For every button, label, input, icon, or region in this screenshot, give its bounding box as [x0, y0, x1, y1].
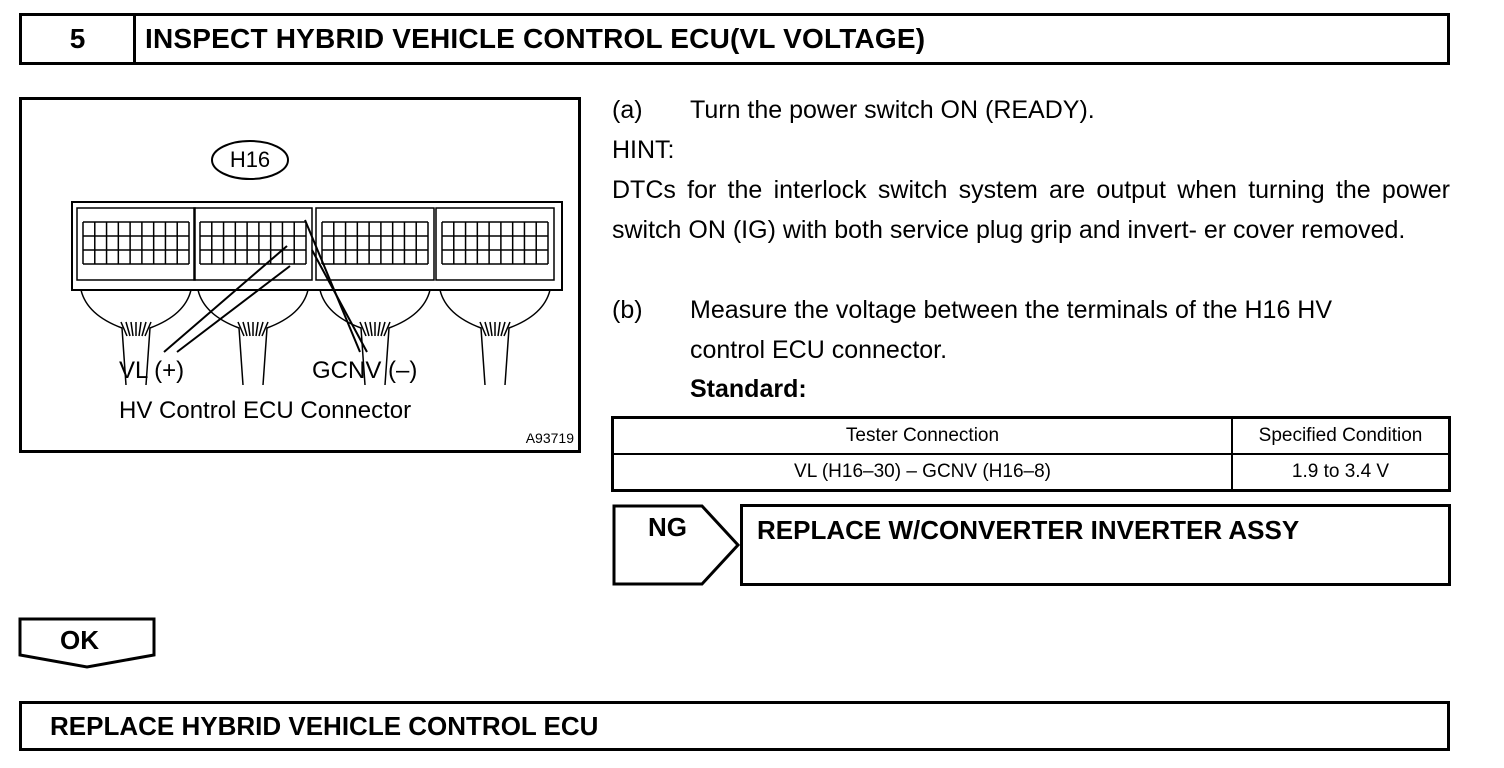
- wire-strand: [255, 321, 259, 337]
- ok-arrow-shape: [18, 617, 156, 669]
- table-header-row: Tester Connection Specified Condition: [611, 416, 1451, 455]
- vl-terminal-label: VL (+): [119, 357, 185, 384]
- ng-arrow-shape: [612, 504, 741, 586]
- table-cell: 1.9 to 3.4 V: [1231, 453, 1451, 492]
- wire-strand: [369, 321, 373, 337]
- ok-branch-arrow: OK: [18, 617, 156, 669]
- vl-leader-line-2: [176, 265, 291, 353]
- connector-id-oval: [211, 140, 289, 180]
- wire-strand: [500, 321, 506, 337]
- wire-strand: [258, 321, 264, 337]
- wire-strand: [383, 321, 391, 337]
- wire-strand: [242, 321, 248, 337]
- ok-label: OK: [60, 625, 99, 655]
- ng-action-box: REPLACE W/CONVERTER INVERTER ASSY: [740, 504, 1451, 586]
- gcnv-leader-line-2: [311, 249, 368, 353]
- vl-leader-line: [163, 245, 288, 353]
- hint-label: HINT:: [612, 136, 675, 164]
- table-header: Specified Condition: [1231, 416, 1451, 455]
- final-action-text: REPLACE HYBRID VEHICLE CONTROL ECU: [50, 710, 599, 741]
- step-a-label: (a): [612, 96, 643, 124]
- illustration-caption: HV Control ECU Connector: [119, 397, 412, 424]
- wire-strand: [503, 321, 511, 337]
- step-number: 5: [22, 16, 136, 62]
- gcnv-terminal-label: GCNV (–): [312, 357, 418, 384]
- spec-table: Tester Connection Specified Condition VL…: [611, 416, 1451, 492]
- wire-strand: [138, 321, 142, 337]
- wire-strand: [484, 321, 490, 337]
- standard-label: Standard:: [690, 375, 807, 403]
- step-b-text-1: Measure the voltage between the terminal…: [690, 296, 1333, 324]
- wire-bundle: [197, 289, 309, 386]
- step-b: (b) Measure the voltage between the termi…: [612, 290, 1332, 330]
- connector-id-label: H16: [229, 147, 271, 172]
- wire-strand: [489, 321, 493, 337]
- final-action-box: REPLACE HYBRID VEHICLE CONTROL ECU: [19, 701, 1450, 751]
- ng-branch-arrow: NG: [612, 504, 742, 586]
- wire-strand: [247, 321, 251, 337]
- hint-body: DTCs for the interlock switch system are…: [612, 176, 1450, 244]
- connector-block: [435, 207, 555, 281]
- wire-strand: [364, 321, 370, 337]
- wire-bundle: [319, 289, 431, 386]
- wire-bundle: [80, 289, 192, 386]
- wire-strand: [497, 321, 501, 337]
- step-title: INSPECT HYBRID VEHICLE CONTROL ECU(VL VO…: [145, 23, 926, 54]
- wire-strand: [141, 321, 147, 337]
- table-cell: VL (H16–30) – GCNV (H16–8): [611, 453, 1233, 492]
- wire-strand: [120, 321, 128, 337]
- wire-strand: [130, 321, 134, 337]
- wire-strand: [377, 321, 381, 337]
- connector-body: [71, 201, 563, 291]
- wire-strand: [380, 321, 386, 337]
- table-row: VL (H16–30) – GCNV (H16–8) 1.9 to 3.4 V: [611, 453, 1451, 492]
- wire-strand: [479, 321, 487, 337]
- step-b-text-2: control ECU connector.: [690, 336, 948, 364]
- step-a: (a) Turn the power switch ON (READY).: [612, 90, 1095, 130]
- connector-block: [193, 207, 313, 281]
- step-b-label: (b): [612, 296, 643, 324]
- table-header: Tester Connection: [611, 416, 1233, 455]
- step-header: 5 INSPECT HYBRID VEHICLE CONTROL ECU(VL …: [19, 13, 1450, 65]
- connector-drawing: [71, 140, 563, 386]
- figure-code: A93719: [525, 430, 574, 446]
- wire-strand: [237, 321, 245, 337]
- wire-strand: [261, 321, 269, 337]
- wire-bundle: [439, 289, 551, 386]
- connector-illustration: H16 VL (+) GCNV (–) HV Control ECU Conne…: [19, 97, 581, 453]
- wire-strand: [359, 321, 367, 337]
- wire-strand: [125, 321, 131, 337]
- connector-block: [76, 207, 196, 281]
- wire-strand: [144, 321, 152, 337]
- ng-action-text: REPLACE W/CONVERTER INVERTER ASSY: [757, 515, 1300, 545]
- ng-label: NG: [648, 512, 687, 542]
- step-a-text: Turn the power switch ON (READY).: [690, 96, 1095, 124]
